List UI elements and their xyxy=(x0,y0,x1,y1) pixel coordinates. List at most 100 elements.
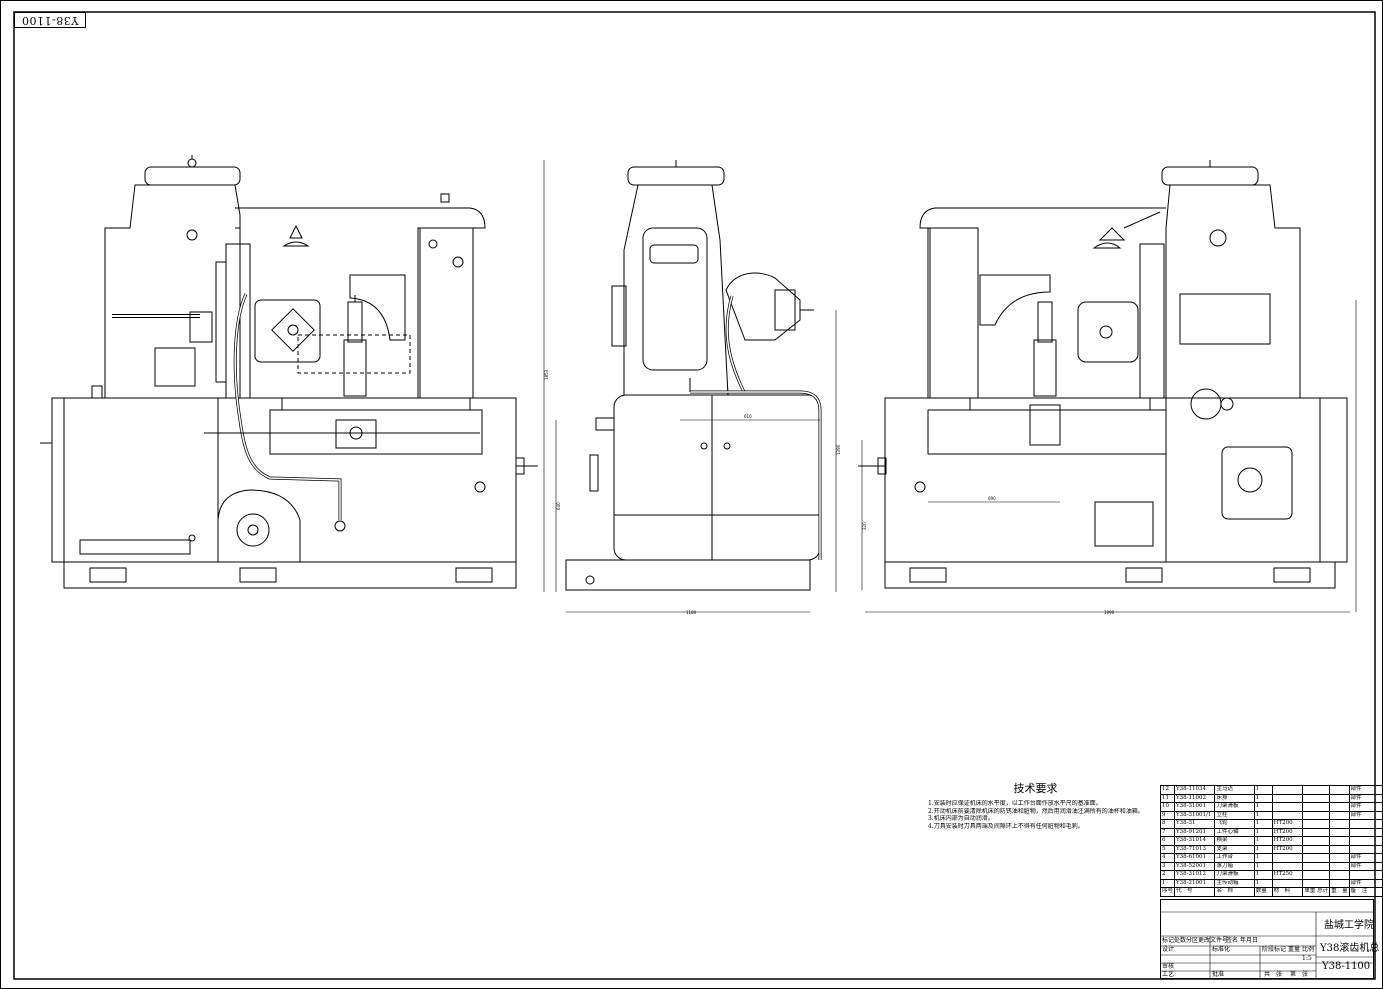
bom-cell-code: Y38-21001 xyxy=(1174,878,1216,888)
bom-cell-w xyxy=(1302,861,1331,871)
bom-cell-name: 横梁 xyxy=(1214,836,1255,846)
tb-change: 更改文件号 xyxy=(1198,937,1229,944)
bom-header-row: 序号 代 号 名 称 数量 材 料 单重 总计 重 量 备 注 xyxy=(1159,887,1383,897)
bom-cell-mat: HT200 xyxy=(1271,844,1304,854)
drawing-number-stamp: Y38-1100 xyxy=(14,12,86,28)
bom-cell-name: 支架 xyxy=(1214,844,1255,854)
technical-requirements: 技术要求 1.安装时应保证机床的水平度，以工作台面作放水平尺的基准面。 2.开动… xyxy=(928,780,1163,830)
dim-side-inner: 610 xyxy=(744,414,752,419)
bom-cell-name: 主马达 xyxy=(1214,785,1255,795)
bom-cell-qty: 1 xyxy=(1253,793,1273,803)
bom-cell-name: 滚刀箱 xyxy=(1214,861,1255,871)
bom-cell-mat: HT200 xyxy=(1271,819,1304,829)
bom-cell-u xyxy=(1329,836,1350,846)
bom-header-mat: 材 料 xyxy=(1271,887,1304,897)
bom-cell-no: 11 xyxy=(1159,793,1176,803)
tb-process: 工艺 xyxy=(1162,971,1175,978)
bom-cell-u xyxy=(1329,878,1350,888)
bom-cell-code: Y38-11034 xyxy=(1174,785,1216,795)
bom-cell-note: 部件 xyxy=(1348,802,1383,812)
bom-cell-qty: 1 xyxy=(1253,785,1273,795)
bom-cell-code: Y38-31001 xyxy=(1174,802,1216,812)
bom-cell-w xyxy=(1302,819,1331,829)
tb-mark: 标记 xyxy=(1162,937,1175,944)
dim-side-width: 1180 xyxy=(686,610,697,615)
bom-cell-w xyxy=(1302,870,1331,880)
bom-cell-code: Y38-71013 xyxy=(1174,844,1216,854)
tb-zone: 分区 xyxy=(1186,937,1199,944)
tech-line: 1.安装时应保证机床的水平度，以工作台面作放水平尺的基准面。 xyxy=(928,800,1102,807)
bom-cell-u xyxy=(1329,802,1350,812)
tb-stage: 阶段标记 xyxy=(1262,946,1287,953)
dim-side-lower: 640 xyxy=(556,502,561,510)
bom-cell-u xyxy=(1329,844,1350,854)
bom-cell-mat: HT200 xyxy=(1271,836,1304,846)
tech-line: 4.刀具安装时刀具两端及间隙环上不得有任何脏物和毛刺。 xyxy=(928,822,1084,830)
bom-cell-no: 4 xyxy=(1159,853,1176,863)
bom-cell-note: 部件 xyxy=(1348,861,1383,871)
bom-cell-w xyxy=(1302,836,1331,846)
bom-cell-u xyxy=(1329,861,1350,871)
bom-cell-w xyxy=(1302,802,1331,812)
bom-cell-qty: 1 xyxy=(1253,870,1273,880)
bom-cell-mat xyxy=(1271,802,1304,812)
bom-cell-note xyxy=(1348,836,1383,846)
bom-cell-u xyxy=(1329,819,1350,829)
bom-cell-no: 5 xyxy=(1159,844,1176,854)
tb-scale: 比例 xyxy=(1302,946,1315,953)
bom-cell-note xyxy=(1348,844,1383,854)
bom-cell-no: 6 xyxy=(1159,836,1176,846)
bom-cell-no: 2 xyxy=(1159,870,1176,880)
bom-cell-mat xyxy=(1271,861,1304,871)
tb-weight: 重量 xyxy=(1288,946,1301,953)
dim-front-height: 1853 xyxy=(544,369,549,380)
bom-cell-name: 工件心轴 xyxy=(1214,827,1255,837)
bom-cell-mat xyxy=(1271,810,1304,820)
side-view xyxy=(543,160,837,613)
bom-cell-name: 床身 xyxy=(1214,793,1255,803)
bom-cell-mat xyxy=(1271,853,1304,863)
drawing-name: Y38滚齿机总 xyxy=(1320,943,1380,954)
bom-cell-w xyxy=(1302,853,1331,863)
bom-cell-no: 7 xyxy=(1159,827,1176,837)
bom-cell-name: 飞轮 xyxy=(1214,819,1255,829)
bom-cell-code: Y38-31012 xyxy=(1174,870,1216,880)
tech-line: 2.开动机床前要清除机床的防锈油和脏物，然后用润滑油注满所有的油杯和油箱。 xyxy=(928,807,1144,815)
tb-approve: 批准 xyxy=(1212,971,1225,978)
bom-cell-qty: 1 xyxy=(1253,853,1273,863)
tb-date: 年月日 xyxy=(1240,937,1259,944)
tb-count: 处数 xyxy=(1174,937,1187,944)
tb-std: 标准化 xyxy=(1212,946,1231,953)
bom-header-name: 名 称 xyxy=(1214,887,1255,897)
bom-cell-no: 12 xyxy=(1159,785,1176,795)
bom-cell-w xyxy=(1302,878,1331,888)
bom-cell-code: Y38-61001 xyxy=(1174,853,1216,863)
bom-header-no: 序号 xyxy=(1159,887,1176,897)
bom-cell-w xyxy=(1302,810,1331,820)
bom-cell-u xyxy=(1329,870,1350,880)
drawing-no: Y38-1100 xyxy=(1322,961,1371,972)
rear-view xyxy=(858,160,1357,613)
bom-cell-qty: 1 xyxy=(1253,802,1273,812)
bom-cell-mat xyxy=(1271,793,1304,803)
front-view xyxy=(40,155,538,589)
bom-cell-code: Y38-11002 xyxy=(1174,793,1216,803)
bom-cell-w xyxy=(1302,785,1331,795)
tb-design: 设计 xyxy=(1162,946,1175,953)
bom-cell-mat: HT250 xyxy=(1271,870,1304,880)
tech-line: 3.机床内部为自动润滑。 xyxy=(928,815,994,822)
bom-cell-qty: 1 xyxy=(1253,810,1273,820)
bom-cell-no: 8 xyxy=(1159,819,1176,829)
bom-header-code: 代 号 xyxy=(1174,887,1216,897)
bom-cell-code: Y38-91201 xyxy=(1174,827,1216,837)
bom-cell-u xyxy=(1329,793,1350,803)
